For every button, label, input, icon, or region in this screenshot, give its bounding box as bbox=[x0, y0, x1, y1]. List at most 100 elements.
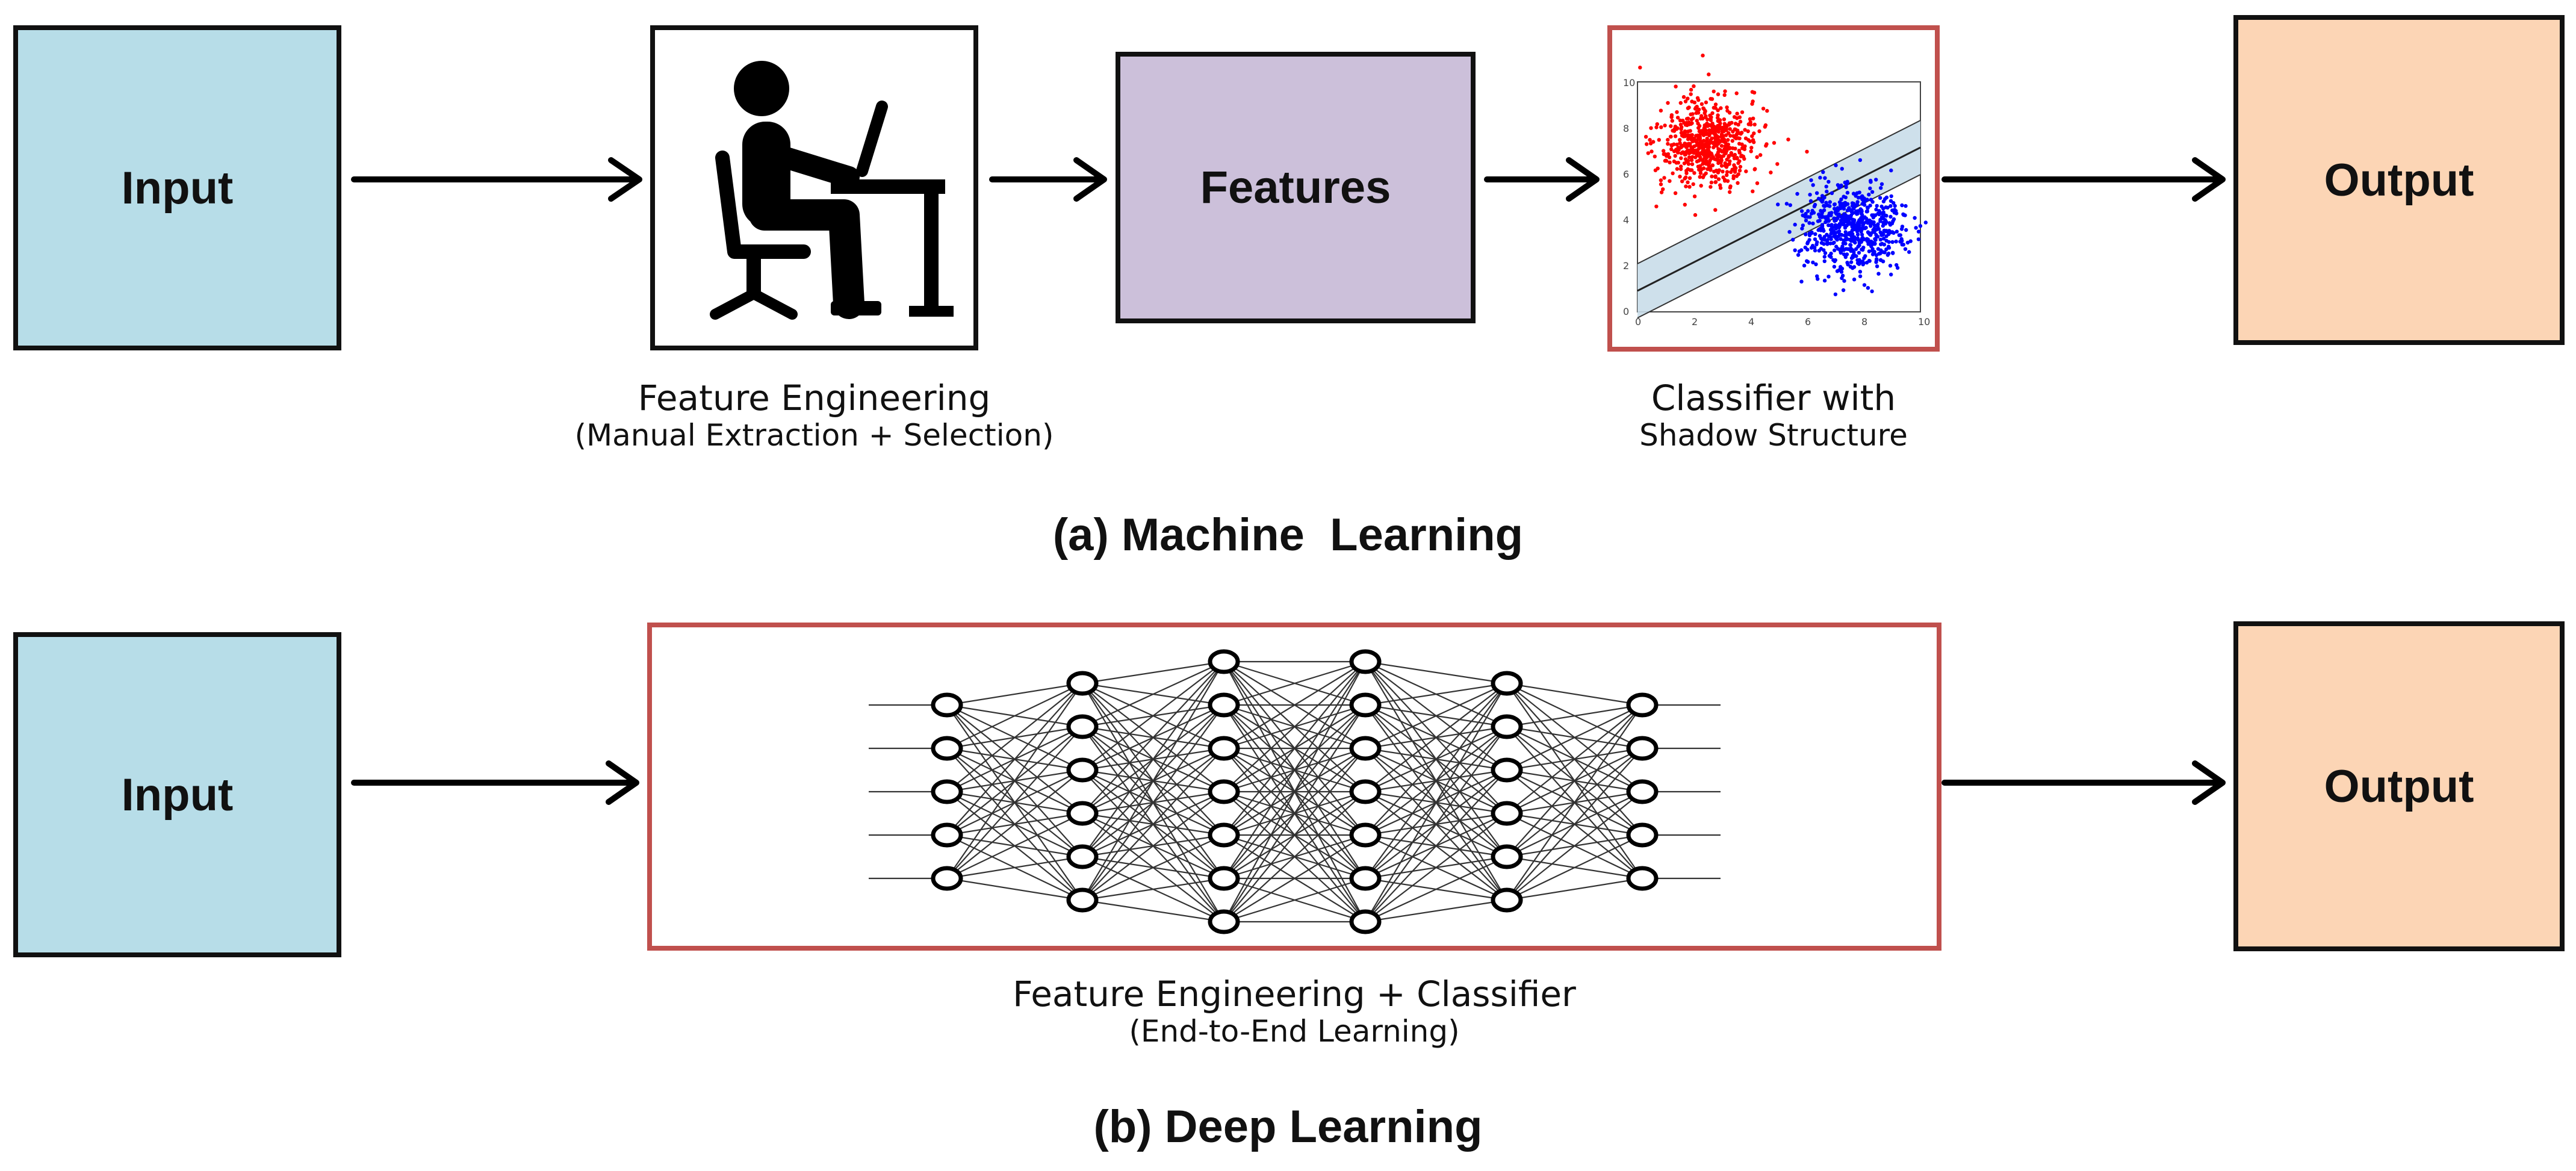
scatter-point bbox=[1663, 158, 1668, 163]
dl-input-box: Input bbox=[13, 632, 341, 957]
scatter-point bbox=[1822, 242, 1826, 246]
scatter-point bbox=[1693, 107, 1698, 111]
scatter-point bbox=[1736, 181, 1740, 185]
scatter-point bbox=[1813, 248, 1817, 253]
scatter-point bbox=[1913, 216, 1917, 220]
scatter-point bbox=[1839, 232, 1843, 237]
scatter-point bbox=[1858, 274, 1863, 279]
scatter-point bbox=[1879, 182, 1884, 186]
scatter-point bbox=[1890, 250, 1895, 255]
scatter-point bbox=[1678, 118, 1683, 123]
network-edge bbox=[1506, 704, 1643, 771]
scatter-point bbox=[1729, 170, 1733, 174]
classifier-caption: Classifier with Shadow Structure bbox=[1565, 378, 1982, 453]
scatter-point bbox=[1689, 92, 1693, 96]
scatter-point bbox=[1889, 230, 1893, 234]
scatter-point bbox=[1848, 243, 1852, 247]
scatter-point bbox=[1811, 222, 1815, 226]
scatter-point bbox=[1804, 211, 1808, 216]
scatter-point bbox=[1668, 179, 1672, 183]
scatter-point bbox=[1869, 178, 1873, 183]
scatter-point bbox=[1686, 167, 1690, 172]
y-tick-label: 6 bbox=[1623, 169, 1629, 180]
scatter-point bbox=[1865, 209, 1869, 213]
scatter-point bbox=[1889, 168, 1893, 173]
scatter-point bbox=[1836, 183, 1840, 187]
network-edge bbox=[1506, 877, 1643, 901]
network-edge bbox=[946, 856, 1083, 880]
scatter-point bbox=[1840, 273, 1845, 278]
network-node bbox=[1208, 649, 1240, 674]
scatter-point bbox=[1858, 270, 1863, 274]
scatter-point bbox=[1699, 102, 1704, 107]
scatter-point bbox=[1817, 227, 1822, 231]
network-edge bbox=[1506, 791, 1643, 901]
scatter-point bbox=[1847, 206, 1851, 210]
scatter-point bbox=[1849, 231, 1853, 235]
network-edge bbox=[1223, 791, 1366, 922]
scatter-point bbox=[1743, 136, 1748, 140]
scatter-point bbox=[1839, 183, 1843, 188]
scatter-point bbox=[1832, 264, 1837, 269]
scatter-point bbox=[1746, 129, 1750, 134]
network-node bbox=[1349, 736, 1382, 761]
network-edge bbox=[1506, 704, 1643, 857]
scatter-point bbox=[1710, 155, 1715, 160]
scatter-point bbox=[1740, 142, 1744, 146]
dl-output-box: Output bbox=[2233, 621, 2565, 951]
scatter-point bbox=[1810, 208, 1814, 213]
scatter-point bbox=[1675, 110, 1679, 114]
scatter-point bbox=[1881, 223, 1885, 228]
scatter-point bbox=[1650, 149, 1654, 154]
y-tick-label: 10 bbox=[1623, 77, 1635, 89]
scatter-point bbox=[1887, 246, 1892, 250]
network-edge bbox=[1365, 660, 1507, 685]
scatter-point bbox=[1679, 156, 1683, 160]
scatter-point bbox=[1856, 244, 1860, 249]
features-box: Features bbox=[1116, 52, 1476, 323]
scatter-point bbox=[1659, 182, 1663, 187]
scatter-point bbox=[1761, 107, 1766, 111]
scatter-point bbox=[1826, 223, 1831, 228]
scatter-point bbox=[1833, 207, 1837, 211]
scatter-point bbox=[1874, 253, 1879, 257]
scatter-point bbox=[1884, 214, 1889, 218]
scatter-point bbox=[1844, 182, 1849, 187]
scatter-point bbox=[1713, 143, 1717, 148]
network-edge bbox=[1082, 661, 1224, 814]
scatter-point bbox=[1878, 230, 1882, 235]
scatter-point bbox=[1682, 161, 1687, 166]
scatter-point bbox=[1846, 214, 1850, 219]
scatter-point bbox=[1749, 122, 1753, 127]
scatter-point bbox=[1696, 98, 1701, 102]
scatter-point bbox=[1695, 160, 1699, 164]
arrow-features-to-classifier bbox=[1484, 157, 1600, 202]
scatter-point bbox=[1678, 101, 1683, 105]
scatter-point bbox=[1908, 239, 1913, 243]
scatter-point bbox=[1822, 235, 1826, 239]
scatter-point bbox=[1860, 208, 1864, 213]
scatter-point bbox=[1684, 171, 1689, 175]
scatter-point bbox=[1793, 222, 1797, 227]
scatter-point bbox=[1870, 289, 1874, 294]
arrow-classifier-to-output bbox=[1941, 157, 2226, 202]
scatter-point bbox=[1655, 122, 1659, 126]
scatter-point bbox=[1719, 144, 1724, 148]
network-edge bbox=[1082, 661, 1224, 727]
scatter-point bbox=[1692, 171, 1696, 175]
scatter-point bbox=[1645, 142, 1649, 146]
scatter-point bbox=[1713, 132, 1718, 137]
scatter-point bbox=[1835, 269, 1840, 273]
scatter-point bbox=[1669, 124, 1673, 128]
scatter-point bbox=[1809, 246, 1814, 250]
network-edge bbox=[946, 813, 1083, 879]
scatter-point bbox=[1784, 202, 1789, 206]
scatter-point bbox=[1731, 134, 1736, 138]
scatter-point bbox=[1709, 185, 1713, 189]
scatter-point bbox=[1828, 200, 1832, 204]
scatter-point bbox=[1823, 251, 1828, 255]
scatter-point bbox=[1687, 155, 1692, 160]
scatter-point bbox=[1716, 113, 1720, 117]
scatter-point bbox=[1861, 262, 1865, 267]
